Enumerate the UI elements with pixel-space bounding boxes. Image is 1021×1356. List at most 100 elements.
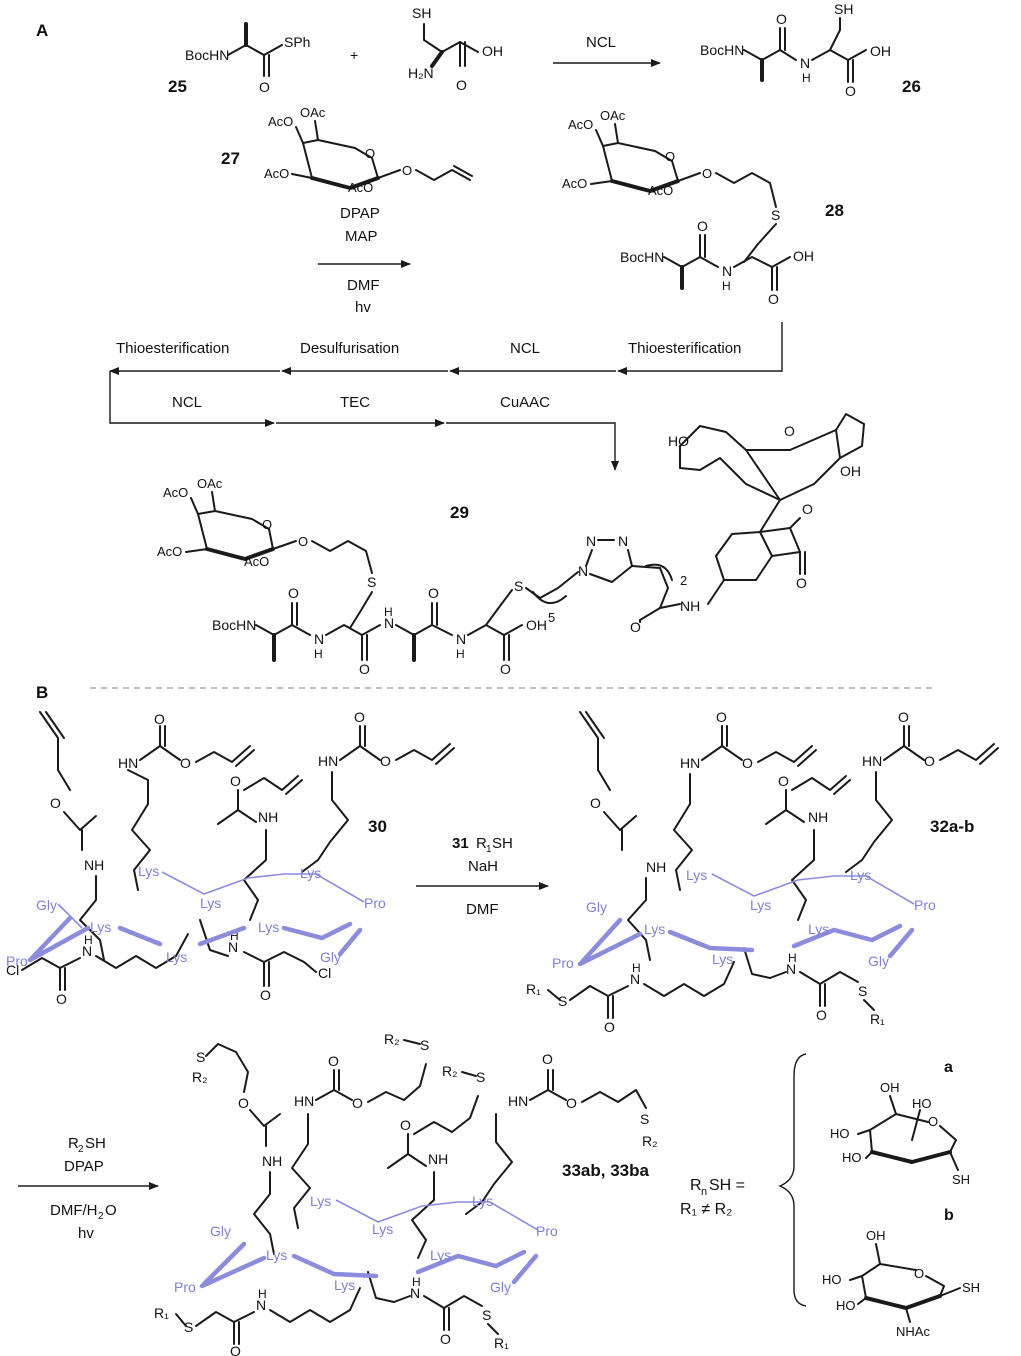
svg-text:NH: NH xyxy=(646,859,666,875)
svg-text:SH: SH xyxy=(85,1135,106,1152)
compound-25-label: 25 xyxy=(168,77,187,96)
svg-text:Pro: Pro xyxy=(174,1279,196,1295)
svg-text:N: N xyxy=(800,55,810,71)
reagent-cuaac: CuAAC xyxy=(500,394,550,411)
svg-text:Lys: Lys xyxy=(300,865,321,881)
svg-text:O: O xyxy=(914,1266,924,1281)
svg-text:O: O xyxy=(590,795,601,811)
compound-28-label: 28 xyxy=(825,201,844,220)
structure-b-label: b xyxy=(944,1207,954,1224)
svg-text:AcO: AcO xyxy=(157,544,182,559)
svg-text:O: O xyxy=(796,575,807,591)
svg-text:R₁ ≠ R₂: R₁ ≠ R₂ xyxy=(680,1201,732,1218)
svg-text:S: S xyxy=(482,1307,491,1323)
svg-text:H: H xyxy=(456,647,465,661)
svg-text:Cl: Cl xyxy=(6,962,19,978)
svg-text:O: O xyxy=(50,795,61,811)
svg-text:HO: HO xyxy=(830,1126,850,1141)
svg-text:2: 2 xyxy=(78,1144,84,1155)
svg-text:Lys: Lys xyxy=(310,1193,331,1209)
svg-text:NH: NH xyxy=(258,809,278,825)
compound-30-label: 30 xyxy=(368,817,387,836)
svg-text:OH: OH xyxy=(880,1080,900,1095)
svg-text:N: N xyxy=(82,943,92,959)
reagent-r2sh: R xyxy=(68,1135,79,1152)
compound-33-structure: S R₂ O NH HN O O R₂ S O R₂ S NH HN O O S… xyxy=(154,1031,658,1356)
svg-text:OAc: OAc xyxy=(197,476,223,491)
svg-text:OH: OH xyxy=(866,1228,886,1243)
svg-text:BocHN: BocHN xyxy=(212,617,256,633)
svg-text:H: H xyxy=(802,71,811,85)
compound-25-structure: BocHN O SPh xyxy=(185,22,310,95)
svg-text:N: N xyxy=(384,615,394,631)
svg-text:NH: NH xyxy=(428,1151,448,1167)
svg-text:S: S xyxy=(514,578,523,594)
reagent-thioesterification-2: Thioesterification xyxy=(628,340,741,357)
svg-text:O: O xyxy=(566,1095,577,1111)
peptide-core-33: Lys Lys Gly Lys Pro Lys Lys Pro Lys Gly xyxy=(174,1193,558,1295)
svg-text:O: O xyxy=(359,661,370,677)
svg-text:Lys: Lys xyxy=(430,1247,451,1263)
structure-a-mannose: OH HO HO O HO SH xyxy=(830,1080,970,1187)
svg-text:H: H xyxy=(384,605,393,619)
svg-text:O: O xyxy=(352,1095,363,1111)
svg-text:O: O xyxy=(784,423,795,439)
svg-text:Pro: Pro xyxy=(914,897,936,913)
svg-text:Pro: Pro xyxy=(552,955,574,971)
reagent-tec: TEC xyxy=(340,394,370,411)
compound-32-structure: O NH HN O O O NH HN O O R₁ S O N H N H xyxy=(526,709,999,1035)
svg-text:O: O xyxy=(716,709,727,725)
svg-text:O: O xyxy=(380,753,391,769)
svg-text:AcO: AcO xyxy=(348,180,373,195)
svg-text:BocHN: BocHN xyxy=(700,42,744,58)
compound-29-structure: AcO OAc O AcO AcO O S BocHN O N H O N H … xyxy=(157,413,865,677)
svg-text:Lys: Lys xyxy=(712,951,733,967)
reagent-dpap: DPAP xyxy=(340,205,380,222)
svg-text:O: O xyxy=(776,11,787,27)
svg-text:NH: NH xyxy=(84,857,104,873)
reagent-ncl-2: NCL xyxy=(510,340,540,357)
svg-text:SH: SH xyxy=(492,835,513,852)
svg-text:O: O xyxy=(542,1051,553,1067)
peptide-core-32: Lys Lys Gly Lys Pro Lys Lys Pro Lys Gly xyxy=(552,867,936,971)
compound-33-label: 33ab, 33ba xyxy=(562,1161,649,1180)
svg-text:R₂: R₂ xyxy=(384,1031,400,1047)
svg-text:AcO: AcO xyxy=(268,114,293,129)
svg-text:S: S xyxy=(184,1319,193,1335)
svg-text:SH: SH xyxy=(962,1280,980,1295)
svg-text:H: H xyxy=(632,961,641,975)
svg-text:N: N xyxy=(618,533,628,549)
svg-text:O: O xyxy=(230,1343,241,1356)
reagent-dmf: DMF xyxy=(347,277,380,294)
svg-text:O: O xyxy=(697,218,708,234)
svg-text:SH: SH xyxy=(952,1172,970,1187)
svg-text:OAc: OAc xyxy=(600,108,626,123)
svg-text:S: S xyxy=(196,1049,205,1065)
svg-text:Gly: Gly xyxy=(36,897,57,913)
svg-text:O: O xyxy=(56,991,67,1007)
svg-text:Lys: Lys xyxy=(372,1221,393,1237)
svg-text:N: N xyxy=(630,971,640,987)
reagent-dmf-h2o: DMF/H xyxy=(50,1202,98,1219)
svg-text:HN: HN xyxy=(508,1093,528,1109)
svg-text:HN: HN xyxy=(118,755,138,771)
curly-brace xyxy=(778,1053,807,1307)
svg-text:Lys: Lys xyxy=(166,949,187,965)
svg-text:R₁: R₁ xyxy=(494,1335,509,1351)
reagent-nah: NaH xyxy=(468,858,498,875)
reagent-ncl-3: NCL xyxy=(172,394,202,411)
reagent-map: MAP xyxy=(345,228,378,245)
svg-text:AcO: AcO xyxy=(244,554,269,569)
svg-text:R₂: R₂ xyxy=(442,1063,458,1079)
svg-text:O: O xyxy=(354,709,365,725)
reagent-ncl: NCL xyxy=(586,34,616,51)
svg-text:SH: SH xyxy=(412,5,431,21)
reagent-thioesterification-1: Thioesterification xyxy=(116,340,229,357)
svg-text:R₂: R₂ xyxy=(642,1133,658,1149)
svg-text:O: O xyxy=(230,773,241,789)
svg-text:HO: HO xyxy=(842,1150,862,1165)
compound-29-label: 29 xyxy=(450,503,469,522)
svg-text:O: O xyxy=(402,163,412,178)
svg-text:O: O xyxy=(154,711,165,727)
plus-sign: + xyxy=(350,47,358,63)
